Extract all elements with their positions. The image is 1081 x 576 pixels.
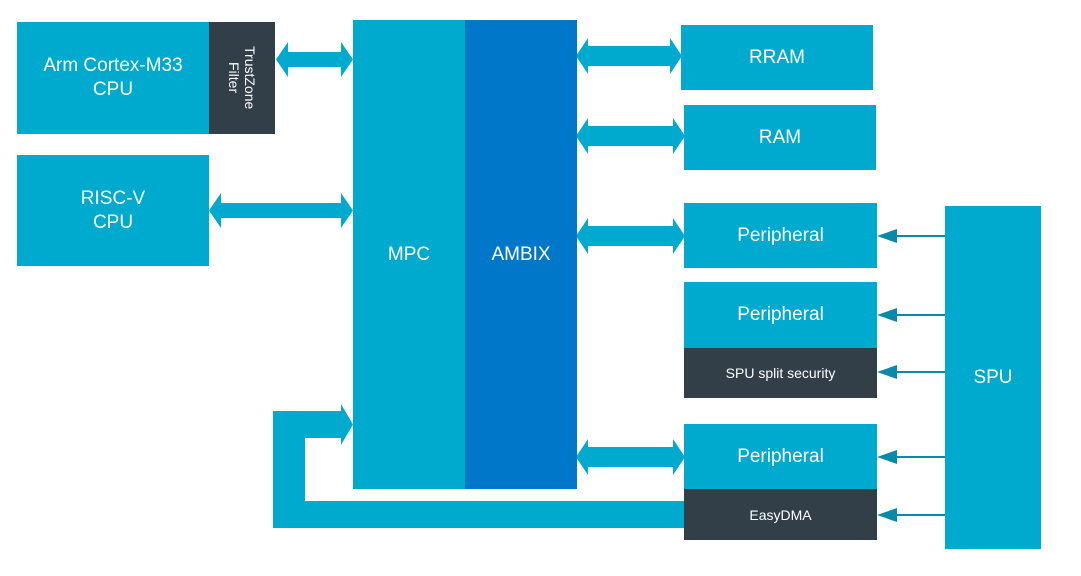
cortex-mpc-arrow <box>276 42 353 77</box>
riscv-cpu-label: RISC-V CPU <box>80 187 146 233</box>
riscv-mpc-arrow <box>209 193 353 228</box>
trustzone-filter-block: TrustZone Filter <box>209 22 275 134</box>
ambix-peripheral3-arrow <box>576 439 685 475</box>
ambix-block: AMBIX <box>465 20 577 489</box>
cortex-m33-cpu-block: Arm Cortex-M33 CPU <box>17 22 209 134</box>
riscv-cpu-block: RISC-V CPU <box>17 155 209 266</box>
trustzone-filter-label: TrustZone Filter <box>226 46 258 110</box>
ambix-rram-arrow <box>576 38 682 74</box>
spu-split-security-block: SPU split security <box>684 348 877 398</box>
peripheral-1-label: Peripheral <box>737 224 824 246</box>
spu-to-peripheral3-head <box>877 450 897 464</box>
spu-block: SPU <box>945 206 1041 549</box>
spu-label: SPU <box>973 366 1013 388</box>
rram-block: RRAM <box>681 25 873 90</box>
spu-to-peripheral2-head <box>877 308 897 322</box>
ram-label: RAM <box>758 126 802 148</box>
peripheral-2-label: Peripheral <box>737 304 824 325</box>
mpc-block: MPC <box>353 20 465 489</box>
spu-to-peripheral1-head <box>877 229 897 243</box>
easydma-block: EasyDMA <box>684 489 877 540</box>
spu-split-security-label: SPU split security <box>725 365 836 381</box>
cortex-m33-cpu-label: Arm Cortex-M33 CPU <box>43 55 183 100</box>
easydma-loop-arrow <box>273 404 685 528</box>
ram-block: RAM <box>684 105 876 170</box>
ambix-peripheral1-arrow <box>576 218 685 254</box>
peripheral-block-2: Peripheral <box>684 282 877 348</box>
ambix-ram-arrow <box>576 118 685 154</box>
easydma-label: EasyDMA <box>749 506 812 523</box>
ambix-label: AMBIX <box>491 243 551 265</box>
mpc-label: MPC <box>387 243 431 265</box>
peripheral-3-label: Peripheral <box>737 445 824 467</box>
spu-to-split-head <box>877 365 897 379</box>
peripheral-block-3: Peripheral <box>684 424 877 489</box>
spu-to-easydma-head <box>877 508 897 522</box>
spu-arrows <box>877 229 945 522</box>
rram-label: RRAM <box>749 46 805 68</box>
peripheral-block-1: Peripheral <box>684 203 877 268</box>
